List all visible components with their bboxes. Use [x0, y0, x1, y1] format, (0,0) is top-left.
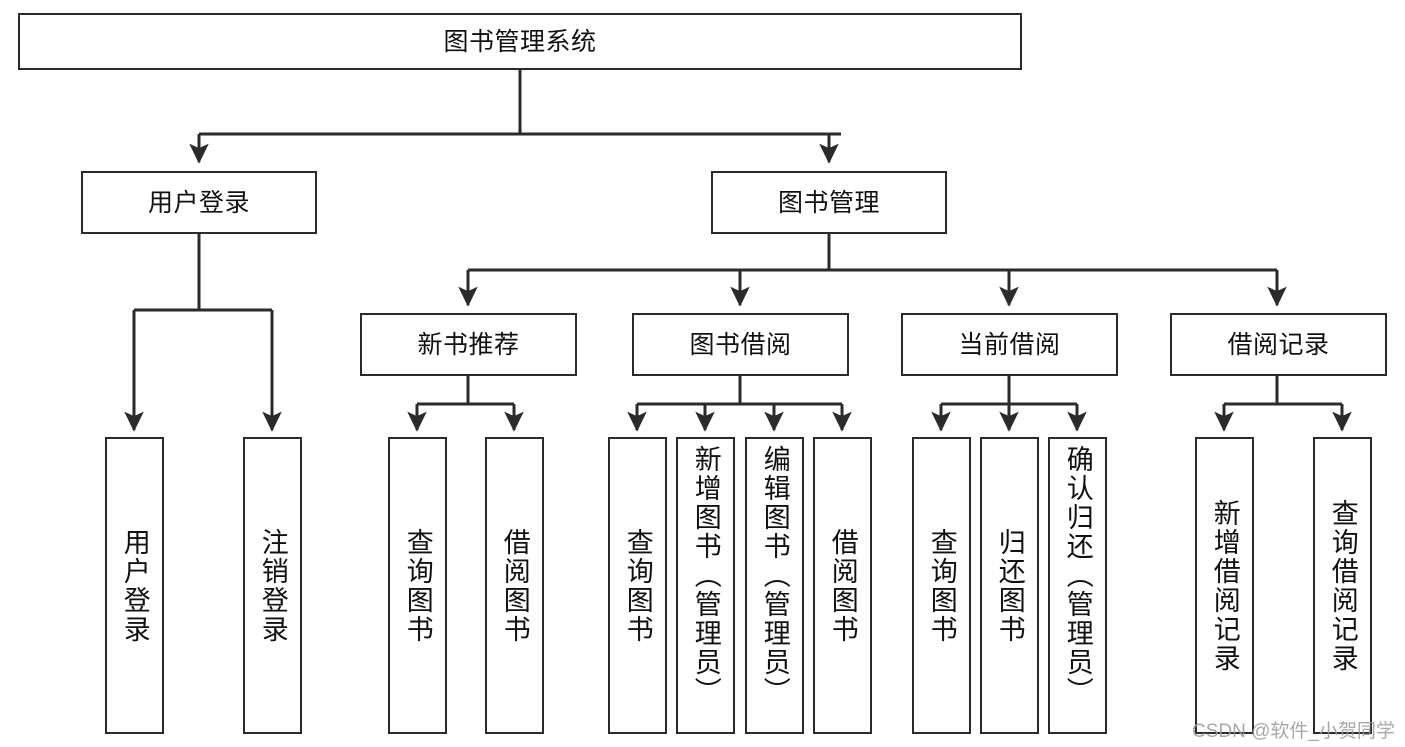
- node-label: 编辑图书（管理员）: [759, 445, 790, 706]
- node-leaf-br-query-record[interactable]: 查询借阅记录: [1313, 437, 1372, 734]
- node-label: 借阅记录: [1227, 330, 1330, 359]
- node-leaf-cb-query-book[interactable]: 查询图书: [912, 437, 971, 734]
- node-book-borrow[interactable]: 图书借阅: [632, 313, 849, 376]
- node-root-book-management-system[interactable]: 图书管理系统: [18, 13, 1022, 70]
- node-leaf-bb-edit-book[interactable]: 编辑图书（管理员）: [745, 437, 804, 734]
- node-leaf-user-login[interactable]: 用户登录: [105, 437, 164, 734]
- node-label: 图书管理系统: [443, 27, 597, 56]
- node-leaf-bb-add-book[interactable]: 新增图书（管理员）: [676, 437, 735, 734]
- node-leaf-cb-confirm-return[interactable]: 确认归还（管理员）: [1048, 437, 1107, 734]
- node-label: 当前借阅: [958, 330, 1061, 359]
- node-label: 查询借阅记录: [1327, 498, 1358, 673]
- node-user-login[interactable]: 用户登录: [81, 171, 317, 234]
- node-label: 查询图书: [622, 527, 653, 644]
- csdn-watermark: CSDN @软件_小贺同学: [1192, 721, 1395, 742]
- node-label: 新增图书（管理员）: [690, 445, 721, 706]
- node-label: 借阅图书: [499, 527, 530, 644]
- node-leaf-br-add-record[interactable]: 新增借阅记录: [1195, 437, 1254, 734]
- node-label: 确认归还（管理员）: [1062, 445, 1093, 706]
- node-leaf-user-logout[interactable]: 注销登录: [243, 437, 302, 734]
- node-label: 归还图书: [994, 527, 1025, 644]
- node-leaf-bb-query-book[interactable]: 查询图书: [608, 437, 667, 734]
- node-label: 图书管理: [777, 188, 880, 217]
- node-label: 新书推荐: [417, 330, 520, 359]
- node-label: 查询图书: [402, 527, 433, 644]
- node-label: 图书借阅: [689, 330, 792, 359]
- node-label: 注销登录: [257, 527, 288, 644]
- node-label: 借阅图书: [827, 527, 858, 644]
- node-label: 用户登录: [119, 527, 150, 644]
- node-leaf-cb-return-book[interactable]: 归还图书: [980, 437, 1039, 734]
- node-label: 新增借阅记录: [1209, 498, 1240, 673]
- node-label: 用户登录: [147, 188, 250, 217]
- node-new-book-recommend[interactable]: 新书推荐: [360, 313, 577, 376]
- node-leaf-rec-query-book[interactable]: 查询图书: [388, 437, 447, 734]
- node-label: 查询图书: [926, 527, 957, 644]
- node-leaf-bb-borrow-book[interactable]: 借阅图书: [813, 437, 872, 734]
- node-book-management[interactable]: 图书管理: [711, 171, 947, 234]
- node-current-borrow[interactable]: 当前借阅: [901, 313, 1118, 376]
- node-borrow-record[interactable]: 借阅记录: [1170, 313, 1387, 376]
- node-leaf-rec-borrow-book[interactable]: 借阅图书: [485, 437, 544, 734]
